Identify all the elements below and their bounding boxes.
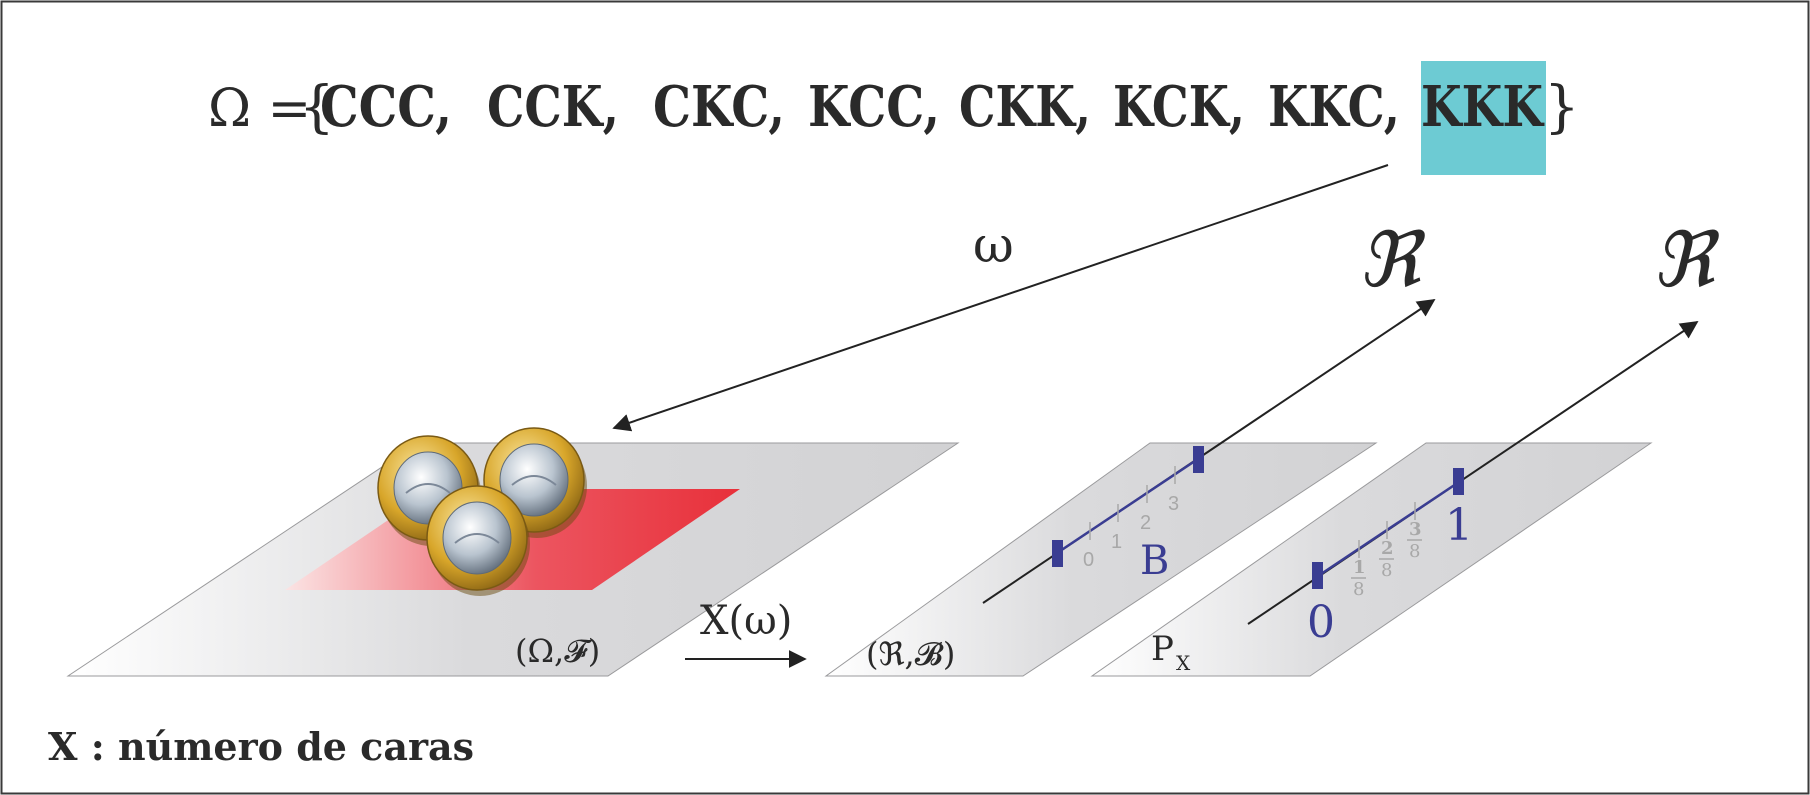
omega-arrow [614,165,1388,428]
set-b-left-bracket [1052,540,1063,567]
fraction-denominator: 8 [1381,560,1392,581]
outcome-0: CCC, [320,74,452,140]
set-b-right-bracket [1193,446,1204,473]
axis1-tick-label: 3 [1168,493,1179,515]
fraction-numerator: 1 [1353,557,1366,578]
outcome-6: KKC, [1268,74,1400,140]
probability-measure-subscript: X [1176,651,1191,675]
axis1-tick-label: 2 [1140,512,1151,534]
axis1-tick-label: 1 [1111,531,1122,553]
sample-space-outcomes: CCC, CCK, CKC, KCC, CKK, KCK, KKC, KKK [320,74,1545,140]
real-line-symbol-2: ℜ [1652,215,1720,304]
random-variable-label: X(ω) [700,598,792,644]
fraction-denominator: 8 [1409,541,1420,562]
probability-one-label: 1 [1445,500,1473,551]
real-line-symbol-1: ℜ [1358,215,1426,304]
sigma-algebra-real-label: (ℜ,𝓑) [866,635,955,673]
sample-space-close-brace: } [1544,75,1580,140]
probability-left-bracket [1312,562,1323,589]
outcome-4: CKK, [959,74,1091,140]
fraction-numerator: 3 [1409,519,1422,540]
random-variable-definition: X : número de caras [48,724,474,769]
omega-label: ω [973,216,1014,274]
probability-measure-p: P [1151,629,1174,669]
sigma-algebra-omega-label: (Ω,𝓕) [515,632,600,670]
probability-zero-label: 0 [1307,597,1335,648]
set-b-label: B [1140,538,1169,584]
outcome-1: CCK, [487,74,619,140]
outcome-2: CKC, [653,74,785,140]
sample-space-prefix: Ω = [208,79,311,139]
outcome-3: KCC, [808,74,940,140]
fraction-denominator: 8 [1353,579,1364,600]
probability-right-bracket [1453,468,1464,495]
outcome-5: KCK, [1113,74,1245,140]
axis1-tick-label: 0 [1083,549,1094,571]
fraction-numerator: 2 [1381,538,1394,559]
outcome-7: KKK [1421,74,1545,140]
